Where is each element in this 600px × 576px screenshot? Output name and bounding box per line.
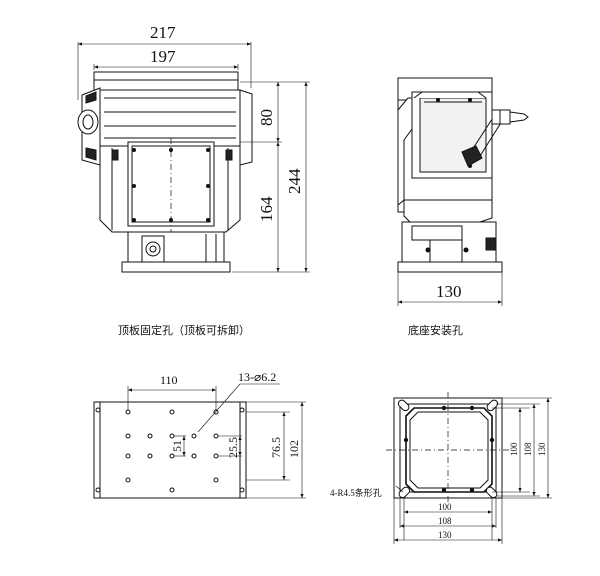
- dim-51: 51: [170, 440, 184, 452]
- slot-hole: [397, 399, 410, 412]
- dim-total-height: 244: [285, 168, 304, 194]
- dim-overall-width: 217: [150, 23, 176, 42]
- dim-top-height: 80: [257, 109, 276, 126]
- dim-v-100: 100: [509, 442, 519, 456]
- top-plate-view: 110 13-⌀6.2 51 25.5 76.5 102: [93, 370, 306, 499]
- caption-top-plate: 顶板固定孔（顶板可拆卸）: [118, 323, 250, 337]
- side-knob: [77, 109, 99, 135]
- side-handle: [491, 109, 511, 125]
- base-view: 4-R4.5条形孔 100 108 130 100 108 130: [330, 392, 552, 544]
- right-arm: [239, 89, 253, 166]
- slot-hole: [485, 486, 498, 499]
- dim-h-130: 130: [438, 530, 452, 540]
- dim-hole-span: 110: [160, 373, 178, 387]
- slot-hole: [398, 486, 411, 499]
- side-base: [401, 221, 497, 269]
- connector: [141, 235, 165, 263]
- front-view: 217 197: [77, 23, 310, 273]
- dim-h-108: 108: [438, 516, 452, 526]
- dim-102: 102: [287, 440, 301, 458]
- caption-base: 底座安装孔: [408, 323, 463, 337]
- dim-lower-height: 164: [257, 196, 276, 222]
- dim-v-130: 130: [537, 442, 547, 456]
- side-view: 130: [397, 77, 529, 306]
- hole-callout: 13-⌀6.2: [238, 370, 276, 384]
- dim-top-width: 197: [150, 47, 176, 66]
- hole-grid: [125, 409, 219, 493]
- top-bracket: [93, 71, 239, 91]
- dim-h-100: 100: [438, 502, 452, 512]
- dim-base-width: 130: [436, 282, 462, 301]
- dim-v-108: 108: [523, 442, 533, 456]
- slot-callout: 4-R4.5条形孔: [330, 487, 382, 498]
- dim-25-5: 25.5: [226, 437, 240, 458]
- dim-76-5: 76.5: [269, 437, 283, 458]
